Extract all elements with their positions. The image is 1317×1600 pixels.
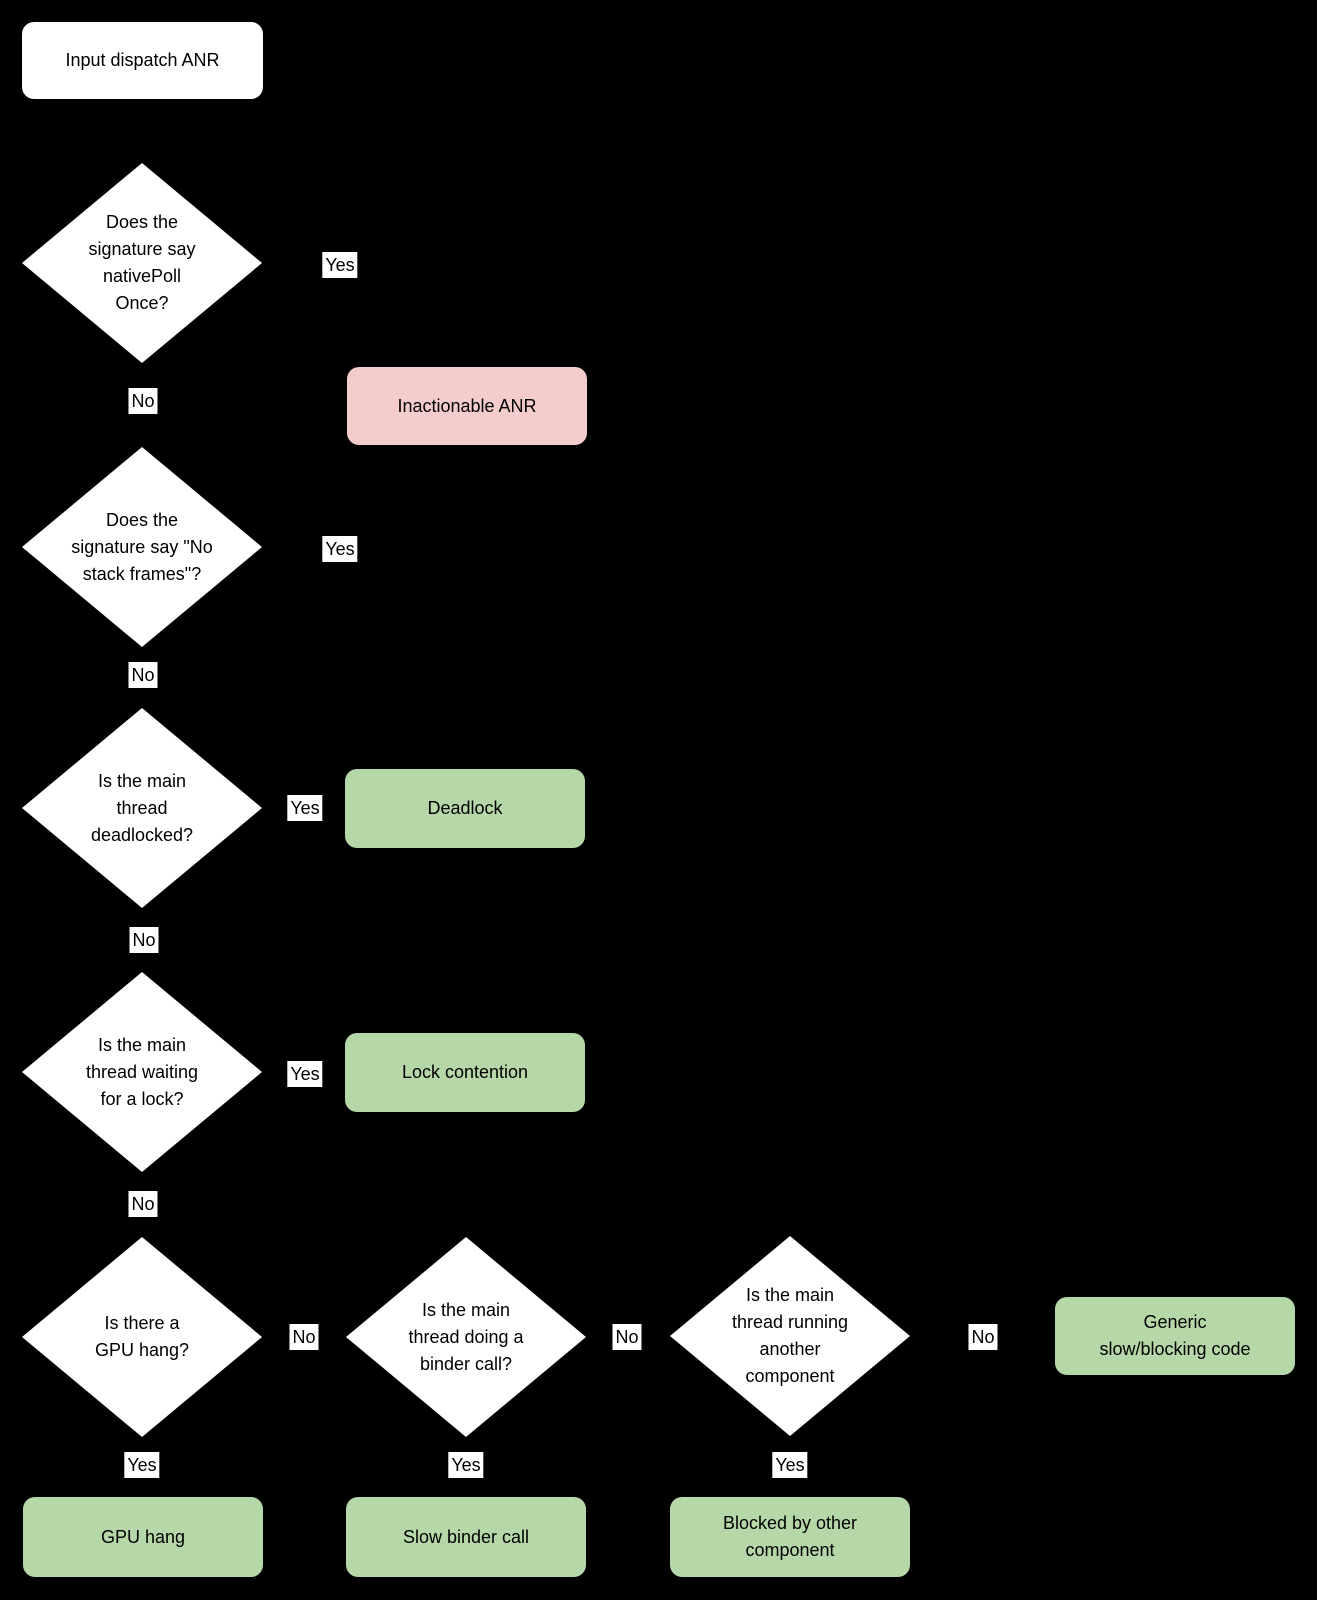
edge-label-yes-native-poll: Yes <box>322 252 358 278</box>
decision-main-thread-deadlocked: Is the main thread deadlocked? <box>22 708 262 908</box>
start-node-input-dispatch-anr: Input dispatch ANR <box>22 22 263 99</box>
decision-running-another-component: Is the main thread running another compo… <box>670 1236 910 1436</box>
edge-label-no-deadlocked: No <box>129 927 159 953</box>
result-inactionable-anr-label: Inactionable ANR <box>397 395 537 416</box>
result-slow-binder-call-label: Slow binder call <box>402 1526 530 1547</box>
edge-label-yes-binder-call: Yes <box>448 1452 484 1478</box>
result-generic-slow-blocking-code: Generic slow/blocking code <box>1055 1297 1295 1375</box>
result-lock-contention-label: Lock contention <box>401 1062 529 1082</box>
decision-gpu-hang: Is there a GPU hang? <box>22 1237 262 1437</box>
decision-no-stack-frames-label: Does the signature say "No stack frames"… <box>71 509 213 584</box>
decision-native-poll-once-label: Does the signature say nativePoll Once? <box>88 212 196 313</box>
decision-binder-call-label: Is the main thread doing a binder call? <box>408 1299 524 1374</box>
result-blocked-by-other-component-label: Blocked by other component <box>722 1513 858 1560</box>
result-deadlock: Deadlock <box>345 769 585 848</box>
decision-binder-call: Is the main thread doing a binder call? <box>346 1237 586 1437</box>
decision-main-thread-waiting-lock: Is the main thread waiting for a lock? <box>22 972 262 1172</box>
result-generic-slow-blocking-code-label: Generic slow/blocking code <box>1099 1312 1251 1359</box>
edge-label-yes-gpu-hang: Yes <box>124 1452 160 1478</box>
edge-label-yes-deadlocked: Yes <box>287 795 323 821</box>
result-deadlock-label: Deadlock <box>427 798 503 818</box>
decision-main-thread-waiting-lock-label: Is the main thread waiting for a lock? <box>85 1034 199 1109</box>
decision-running-another-component-label: Is the main thread running another compo… <box>731 1285 849 1386</box>
edge-label-no-no-stack: No <box>128 662 158 688</box>
result-blocked-by-other-component: Blocked by other component <box>670 1497 910 1577</box>
decision-no-stack-frames: Does the signature say "No stack frames"… <box>22 447 262 647</box>
edge-label-no-native-poll: No <box>128 388 158 414</box>
edge-label-no-binder-call: No <box>612 1324 642 1350</box>
result-gpu-hang: GPU hang <box>23 1497 263 1577</box>
result-slow-binder-call: Slow binder call <box>346 1497 586 1577</box>
result-gpu-hang-label: GPU hang <box>100 1526 186 1547</box>
edge-label-yes-another-component: Yes <box>772 1452 808 1478</box>
start-node-label: Input dispatch ANR <box>65 50 220 70</box>
edge-label-yes-no-stack: Yes <box>322 536 358 562</box>
edge-label-no-another-component: No <box>968 1324 998 1350</box>
edge-label-yes-waiting-lock: Yes <box>287 1061 323 1087</box>
edge-label-no-gpu-hang: No <box>289 1324 319 1350</box>
result-lock-contention: Lock contention <box>345 1033 585 1112</box>
decision-native-poll-once: Does the signature say nativePoll Once? <box>22 163 262 363</box>
result-inactionable-anr: Inactionable ANR <box>347 367 587 445</box>
decision-gpu-hang-label: Is there a GPU hang? <box>94 1313 190 1360</box>
decision-main-thread-deadlocked-label: Is the main thread deadlocked? <box>90 770 194 845</box>
edge-label-no-waiting-lock: No <box>128 1191 158 1217</box>
